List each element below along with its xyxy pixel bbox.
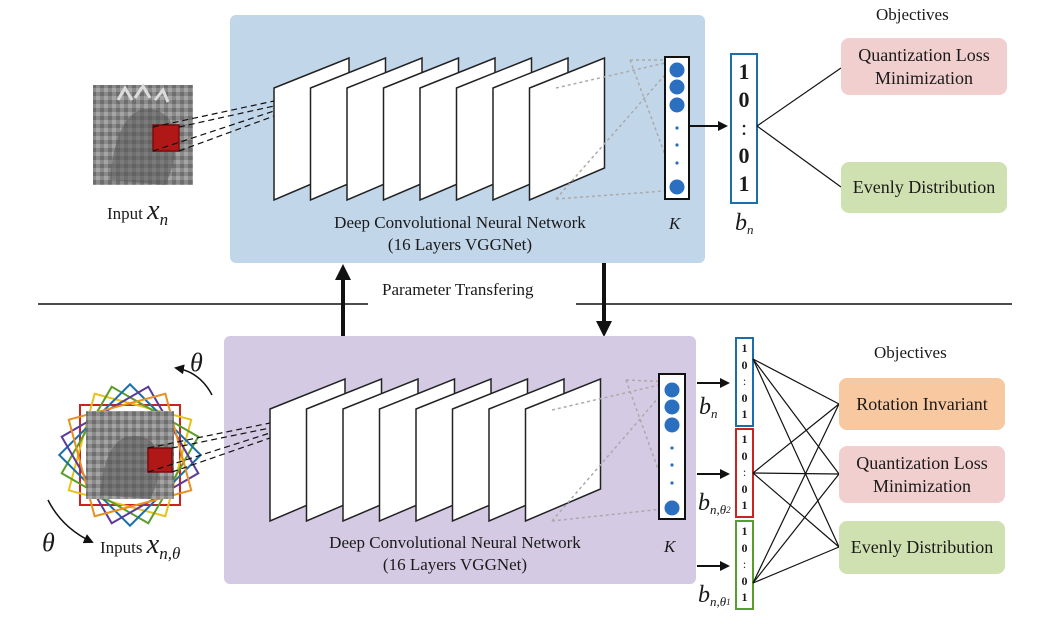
bottom-code-label-3: bn,θ1: [698, 582, 731, 609]
top-input-image: [93, 83, 193, 185]
objective-link-1-3: [752, 358, 840, 548]
hash-bit: 0: [738, 87, 750, 112]
bottom-hash-code-box-1: [735, 337, 754, 427]
bottom-k-label: K: [664, 537, 676, 556]
hash-bit: 1: [741, 407, 748, 421]
objective-link-3-1: [752, 403, 840, 584]
theta-label-bottom: θ: [42, 528, 55, 557]
bottom-receptive-field-lines: [147, 422, 271, 473]
objective-link-3-2: [752, 473, 840, 584]
bottom-code-label-2: bn,θ2: [698, 490, 731, 517]
hash-bit: 1: [741, 524, 748, 538]
bottom-hash-code-box-3: [735, 520, 754, 610]
bottom-objective-lines: [752, 358, 840, 584]
bottom-rotated-inputs: [57, 382, 203, 528]
bottom-fc-node-1: [664, 382, 680, 398]
bottom-fc-node-4: [664, 500, 680, 516]
hash-bit: 1: [741, 341, 748, 355]
hash-bit: 0: [741, 390, 748, 405]
bottom-hash-code-bits-1: 1 0: 0 1: [736, 340, 753, 423]
rotated-frame-2: [67, 392, 193, 518]
objective-link-1-2: [752, 358, 840, 475]
bottom-network-label: Deep Convolutional Neural Network (16 La…: [329, 533, 581, 574]
top-fc-node-2: [669, 79, 685, 95]
rotated-frame-1: [79, 404, 181, 506]
top-fc-dot-3: [675, 161, 679, 165]
objective-link-2-3: [752, 472, 840, 548]
bottom-fc-nodes: [664, 382, 680, 516]
top-objective-evenly-distribution: Evenly Distribution: [841, 162, 1007, 213]
hash-bit: 1: [738, 59, 750, 84]
hash-bit: :: [742, 465, 747, 479]
objective-link-2-2: [752, 472, 840, 475]
hash-bit: 1: [741, 590, 748, 604]
objective-link-3-3: [752, 546, 840, 584]
rotation-arc-top: [174, 364, 213, 396]
top-feature-maps: [273, 56, 606, 202]
bottom-hash-code-bits-3: 1 0: 0 1: [736, 523, 753, 606]
bottom-objective-evenly-distribution: Evenly Distribution: [839, 521, 1005, 574]
theta-label-top: θ: [190, 348, 203, 377]
hash-bit: 1: [741, 498, 748, 512]
bottom-fc-dot-3: [670, 481, 674, 485]
top-hash-code-bits: 1 0: 0 1: [731, 58, 757, 198]
bottom-code-label-1: bn: [699, 394, 718, 421]
hash-bit: 0: [741, 481, 748, 496]
hash-bit: :: [742, 557, 747, 571]
hash-bit: :: [740, 115, 748, 140]
statue-face: [100, 436, 159, 499]
rotation-arc-bottom: [47, 499, 94, 544]
top-hash-code-box: [730, 53, 758, 204]
bottom-fc-node-2: [664, 399, 680, 415]
top-fc-nodes: [669, 62, 685, 195]
top-fc-dot-2: [675, 143, 679, 147]
bottom-fc-node-3: [664, 417, 680, 433]
top-k-label: K: [669, 214, 681, 233]
bottom-input-label: Inputs xn,θ: [100, 529, 181, 564]
hash-bit: 0: [738, 143, 750, 168]
bottom-fc-dot-1: [670, 446, 674, 450]
top-fc-node-4: [669, 179, 685, 195]
top-code-label: bn: [735, 210, 754, 237]
bottom-objective-rotation-invariant: Rotation Invariant: [839, 378, 1005, 430]
top-objectives-title: Objectives: [876, 5, 949, 24]
top-fc-dot-1: [675, 126, 679, 130]
hash-bit: 1: [741, 432, 748, 446]
top-network-label: Deep Convolutional Neural Network (16 La…: [334, 213, 586, 254]
hash-bit: 1: [738, 171, 750, 196]
bottom-fc-dot-2: [670, 463, 674, 467]
bottom-code-arrows: [697, 378, 730, 571]
hash-bit: 0: [741, 540, 748, 555]
hash-bit: 0: [741, 357, 748, 372]
bottom-feature-maps: [269, 377, 602, 523]
top-input-label: Input xn: [107, 195, 169, 230]
hash-bit: :: [742, 374, 747, 388]
hash-bit: 0: [741, 448, 748, 463]
objective-link-1-1: [752, 358, 840, 405]
top-fc-node-3: [669, 97, 685, 113]
top-receptive-field-lines: [152, 100, 275, 152]
top-objective-lines: [756, 67, 842, 188]
top-feature-map-8: [528, 56, 606, 202]
parameter-transfer-label: Parameter Transfering: [382, 280, 534, 299]
top-fc-node-1: [669, 62, 685, 78]
bottom-objectives-title: Objectives: [874, 343, 947, 362]
objective-link-2-1: [752, 403, 840, 474]
bottom-feature-map-8: [524, 377, 602, 523]
bottom-hash-code-bits-2: 1 0: 0 1: [736, 431, 753, 514]
bottom-fc-connection-lines: [551, 379, 673, 522]
hash-bit: 0: [741, 573, 748, 588]
